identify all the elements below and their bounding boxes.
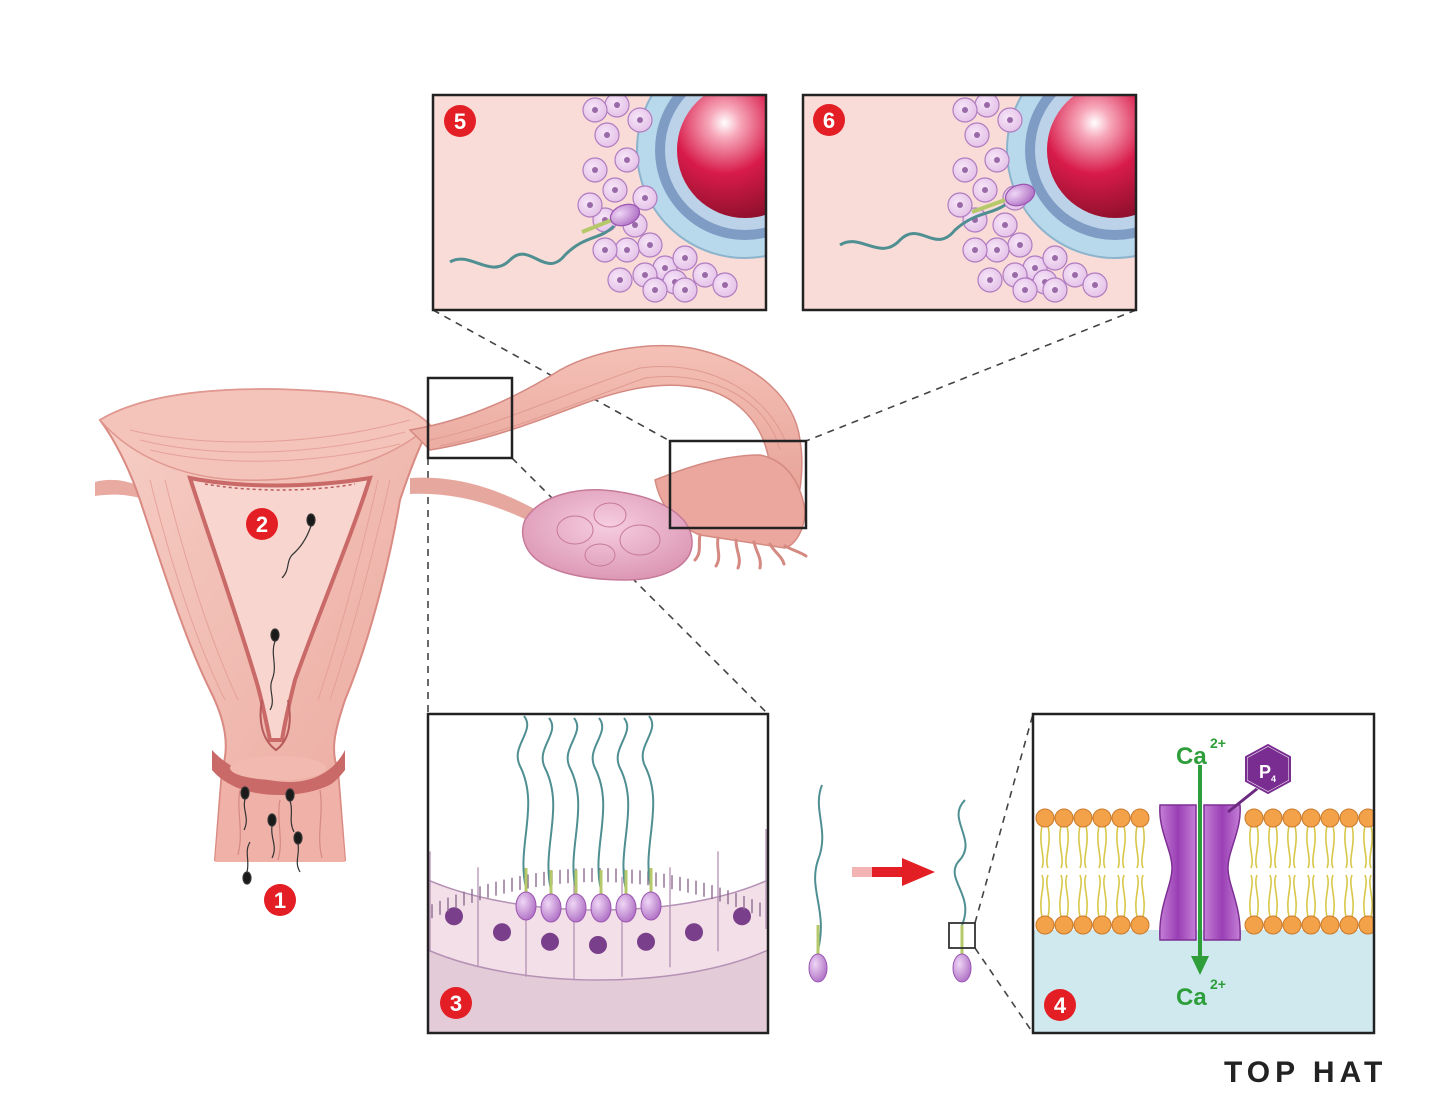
svg-text:6: 6 [823,108,835,133]
progression-arrow [852,858,935,886]
svg-text:4: 4 [1054,993,1067,1018]
released-sperm [808,784,828,983]
panel-5-capacitated-sperm-reaching-egg [431,93,768,312]
step-badge-5: 5 [444,105,476,137]
panel-3-sperm-bound-to-epithelium [426,712,770,1035]
sperm-in-reproductive-tract [240,513,316,885]
ion-label-bottom: Ca [1176,984,1207,1011]
svg-text:2: 2 [256,512,268,537]
ion-charge-bottom: 2+ [1210,976,1226,992]
step-badge-1: 1 [264,884,296,916]
brand-watermark: TOP HAT [1224,1056,1388,1089]
panel-6-sperm-binding-zona [801,93,1138,312]
svg-text:1: 1 [274,888,286,913]
uterus-illustration [95,388,540,862]
ion-charge-top: 2+ [1210,735,1226,751]
panel-4-catsper-calcium-channel: Ca 2+ Ca 2+ P 4 [1031,712,1376,1035]
step-badge-2: 2 [246,508,278,540]
zoom-source-boxes [426,376,808,530]
phosphate-subscript: 4 [1271,774,1276,784]
ovary [521,489,693,581]
step-badge-3: 3 [440,987,472,1019]
step-badge-4: 4 [1044,989,1076,1021]
fallopian-tube [408,345,808,570]
phosphate-letter: P [1259,762,1271,782]
step-badge-6: 6 [813,104,845,136]
ion-label-top: Ca [1176,743,1207,770]
hyperactivated-sperm [948,799,976,983]
svg-text:3: 3 [450,991,462,1016]
svg-text:5: 5 [454,109,466,134]
